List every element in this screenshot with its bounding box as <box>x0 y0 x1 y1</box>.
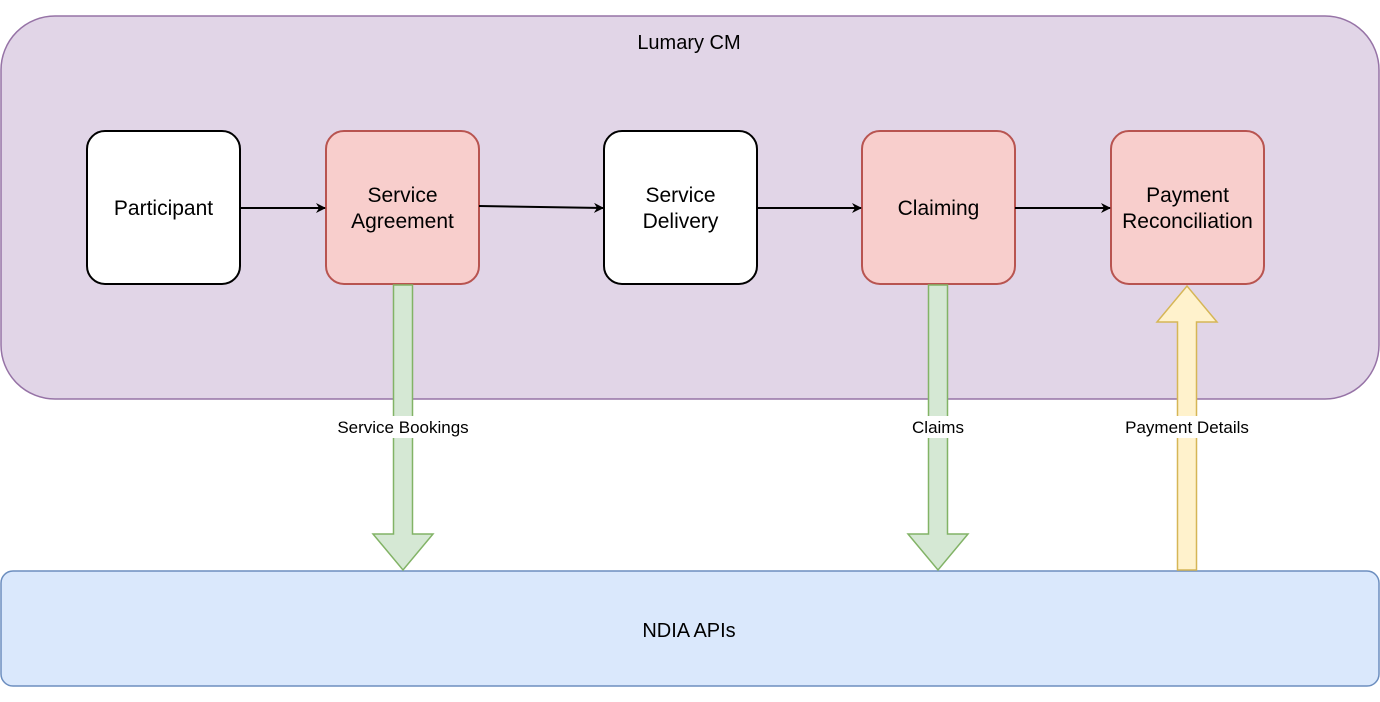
step-payment-reconciliation-label-line: Payment <box>1146 184 1229 207</box>
api-flows: Service Bookings Claims Payment Details <box>325 284 1260 572</box>
step-service-delivery-label-line: Service <box>645 184 715 207</box>
step-payment-reconciliation-label-line: Reconciliation <box>1122 210 1253 233</box>
step-payment-reconciliation-box <box>1110 130 1265 285</box>
flow-service-bookings: Service Bookings <box>325 284 481 572</box>
step-claiming: Claiming <box>861 130 1016 285</box>
flow-service-bookings-label: Service Bookings <box>337 418 468 437</box>
lumary-cm-label: Lumary CM <box>637 32 740 54</box>
ndia-apis-container: NDIA APIs <box>0 570 1380 687</box>
flow-payment-details: Payment Details <box>1114 284 1260 571</box>
step-service-delivery-label-line: Delivery <box>643 210 719 233</box>
step-claiming-label-line: Claiming <box>898 197 980 220</box>
step-service-agreement-label-line: Service <box>367 184 437 207</box>
connector-agreement-to-delivery <box>478 202 604 213</box>
flow-claims-label: Claims <box>912 418 964 437</box>
step-participant-label-line: Participant <box>114 197 213 220</box>
ndia-apis-label: NDIA APIs <box>642 620 735 642</box>
flow-service-bookings-label-bg <box>325 416 481 438</box>
step-connectors <box>240 202 1111 213</box>
flow-payment-details-label: Payment Details <box>1125 418 1249 437</box>
step-service-agreement-box <box>325 130 480 285</box>
flow-payment-details-label-bg <box>1114 416 1260 438</box>
step-participant: Participant <box>86 130 241 285</box>
step-service-agreement-label-line: Agreement <box>351 210 454 233</box>
step-service-delivery-box <box>603 130 758 285</box>
process-steps: ParticipantServiceAgreementServiceDelive… <box>86 130 1265 285</box>
flow-claims-label-bg <box>906 416 970 438</box>
flow-claims: Claims <box>906 284 970 572</box>
